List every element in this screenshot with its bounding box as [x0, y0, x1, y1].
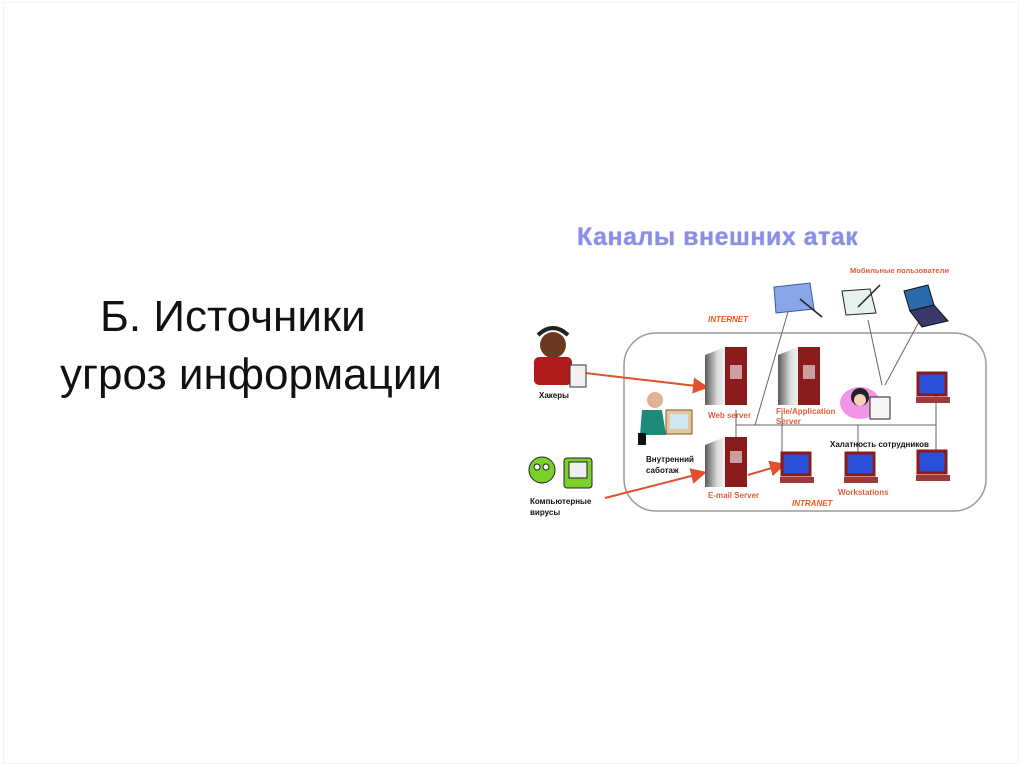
email-server-label: E-mail Server: [708, 491, 760, 500]
zone-label-intranet: INTRANET: [792, 499, 833, 508]
workstation-icon: [916, 449, 950, 481]
network-lines: [735, 304, 937, 465]
attack-channels-diagram: Каналы внешних атак: [520, 215, 1000, 545]
laptop-device-icon: [903, 284, 949, 328]
network-diagram-graphics: [528, 282, 987, 512]
virus-attack-arrow: [604, 468, 707, 499]
file-server-label-line1: File/Application: [776, 407, 836, 416]
insider-saboteur-icon: [638, 392, 693, 445]
hacker-icon: [534, 326, 587, 388]
careless-employees-label: Халатность сотрудников: [830, 440, 929, 449]
zone-label-internet: INTERNET: [708, 315, 748, 324]
slide-title-line1: Б. Источники: [100, 292, 366, 341]
hackers-label: Хакеры: [539, 391, 569, 400]
slide-title-line2: угроз информации: [60, 350, 442, 399]
viruses-label-line1: Компьютерные: [530, 497, 592, 506]
insider-sabotage-label-line1: Внутренний: [646, 455, 694, 464]
computer-virus-icon: [528, 456, 593, 489]
hacker-attack-arrow: [584, 372, 709, 394]
file-server-label-line2: Server: [776, 417, 801, 426]
insider-sabotage-label-line2: саботаж: [646, 466, 679, 475]
web-server-label: Web server: [708, 411, 751, 420]
tablet-device-icon: [773, 282, 823, 318]
email-forward-arrow: [747, 460, 786, 477]
pda-device-icon: [841, 284, 881, 316]
workstation-icon: [844, 451, 878, 483]
slide-frame: [3, 2, 1019, 764]
slide-title: Б. Источники угроз информации: [60, 288, 500, 404]
workstation-icon: [916, 371, 950, 403]
mobile-users-label: Мобильные пользователи: [850, 266, 949, 275]
workstation-icon: [780, 451, 814, 483]
email-server-icon: [705, 437, 747, 487]
viruses-label-line2: вирусы: [530, 508, 561, 517]
workstations-label: Workstations: [838, 488, 889, 497]
diagram-title: Каналы внешних атак: [577, 223, 859, 251]
file-application-server-icon: [778, 347, 820, 405]
network-boundary: [623, 332, 987, 512]
careless-employee-icon: [840, 387, 891, 420]
web-server-icon: [705, 347, 747, 405]
